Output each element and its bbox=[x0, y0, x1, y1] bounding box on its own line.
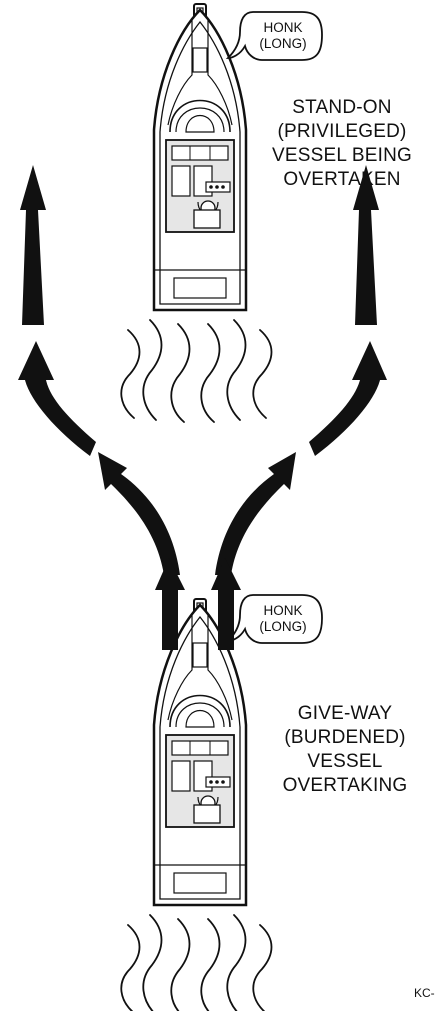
stand-on-label-line1: STAND-ON bbox=[262, 96, 422, 120]
arrow-left-middle bbox=[18, 341, 96, 456]
give-way-honk-line2: (LONG) bbox=[244, 619, 322, 635]
give-way-wake bbox=[121, 915, 271, 1011]
arrow-left-upper bbox=[20, 165, 46, 325]
figure-code: KC- bbox=[414, 986, 435, 1000]
give-way-honk-text: HONK (LONG) bbox=[244, 603, 322, 635]
give-way-label-line1: GIVE-WAY bbox=[270, 702, 420, 726]
arrow-right-lower bbox=[215, 452, 296, 575]
stand-on-wake bbox=[121, 320, 271, 422]
arrow-right-middle bbox=[309, 341, 387, 456]
stand-on-honk-line2: (LONG) bbox=[244, 36, 322, 52]
stand-on-vessel-label: STAND-ON (PRIVILEGED) VESSEL BEING OVERT… bbox=[262, 96, 422, 192]
stand-on-label-line2: (PRIVILEGED) bbox=[262, 120, 422, 144]
give-way-label-line2: (BURDENED) bbox=[270, 726, 420, 750]
give-way-honk-line1: HONK bbox=[244, 603, 322, 619]
stand-on-honk-line1: HONK bbox=[244, 20, 322, 36]
stand-on-label-line4: OVERTAKEN bbox=[262, 168, 422, 192]
stand-on-label-line3: VESSEL BEING bbox=[262, 144, 422, 168]
give-way-label-line3: VESSEL bbox=[270, 750, 420, 774]
arrow-left-lower bbox=[98, 452, 180, 575]
give-way-vessel-label: GIVE-WAY (BURDENED) VESSEL OVERTAKING bbox=[270, 702, 420, 798]
give-way-label-line4: OVERTAKING bbox=[270, 774, 420, 798]
stand-on-honk-text: HONK (LONG) bbox=[244, 20, 322, 52]
stand-on-boat bbox=[154, 4, 246, 310]
